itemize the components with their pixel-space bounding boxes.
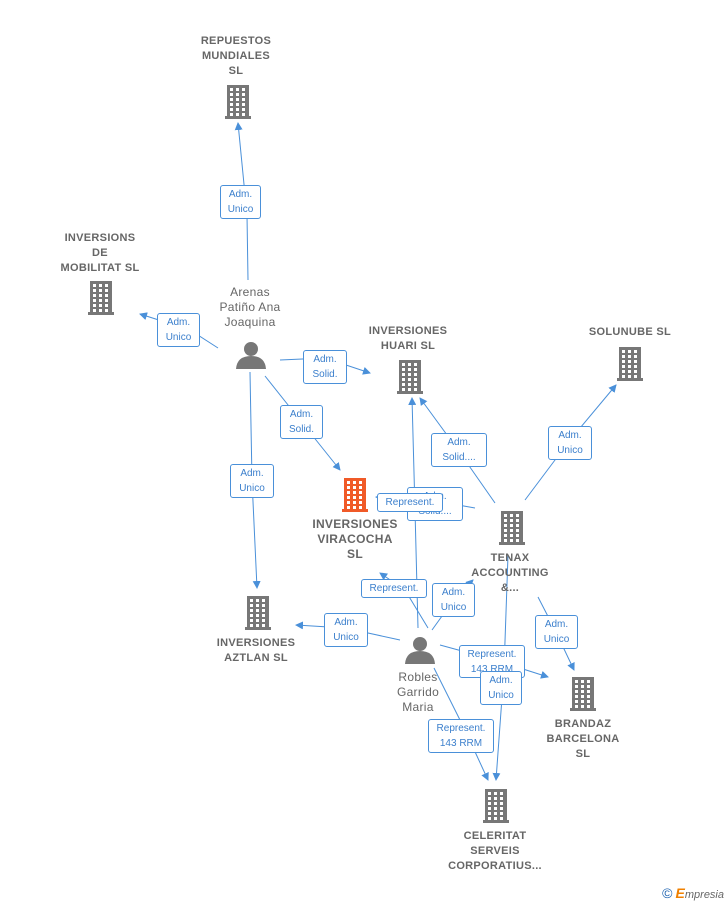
node-label-arenas[interactable]: Arenas Patiño Ana Joaquina [219,285,281,329]
huari-building-icon[interactable] [397,360,423,394]
edge-label-robles-celeritat: Represent. 143 RRM [428,719,494,753]
repuestos-building-icon[interactable] [225,85,251,119]
node-label-tenax[interactable]: TENAX ACCOUNTING &... [471,552,549,594]
edge-label-robles-aztlan: Adm. Unico [324,613,368,647]
edge-label-arenas-mobilitat: Adm. Unico [157,313,200,347]
edge-label-arenas-repuestos: Adm. Unico [220,185,261,219]
robles-person-icon[interactable] [405,637,435,664]
node-label-mobilitat[interactable]: INVERSIONS DE MOBILITAT SL [60,232,140,274]
edge-label-tenax-brandaz: Adm. Unico [535,615,578,649]
edge-label-tenax-celeritat: Adm. Unico [480,671,522,705]
node-label-brandaz[interactable]: BRANDAZ BARCELONA SL [546,718,620,760]
node-label-repuestos[interactable]: REPUESTOS MUNDIALES SL [200,35,272,77]
solunube-building-icon[interactable] [617,347,643,381]
node-label-viracocha[interactable]: INVERSIONES VIRACOCHA SL [312,517,398,561]
edge-label-robles-tenax: Adm. Unico [432,583,475,617]
edge-label-tenax-huari: Adm. Solid.... [431,433,487,467]
edge-label-tenax-solunube: Adm. Unico [548,426,592,460]
tenax-building-icon[interactable] [499,511,525,545]
edge-label-robles-huari: Represent. [361,579,427,598]
node-label-huari[interactable]: INVERSIONES HUARI SL [368,325,448,352]
node-label-aztlan[interactable]: INVERSIONES AZTLAN SL [216,637,296,664]
edge-label-arenas-huari: Adm. Solid. [303,350,347,384]
brandaz-building-icon[interactable] [570,677,596,711]
mobilitat-building-icon[interactable] [88,281,114,315]
edge-label-robles-viracocha: Represent. [377,493,443,512]
aztlan-building-icon[interactable] [245,596,271,630]
node-label-solunube[interactable]: SOLUNUBE SL [588,326,672,338]
viracocha-building-icon[interactable] [342,478,368,512]
edge-label-arenas-viracocha: Adm. Solid. [280,405,323,439]
edge-label-arenas-aztlan: Adm. Unico [230,464,274,498]
brand-logo: © Empresia [662,885,724,901]
node-label-celeritat[interactable]: CELERITAT SERVEIS CORPORATIUS... [448,830,542,872]
node-label-robles[interactable]: Robles Garrido Maria [396,670,440,714]
celeritat-building-icon[interactable] [483,789,509,823]
arenas-person-icon[interactable] [236,342,266,369]
